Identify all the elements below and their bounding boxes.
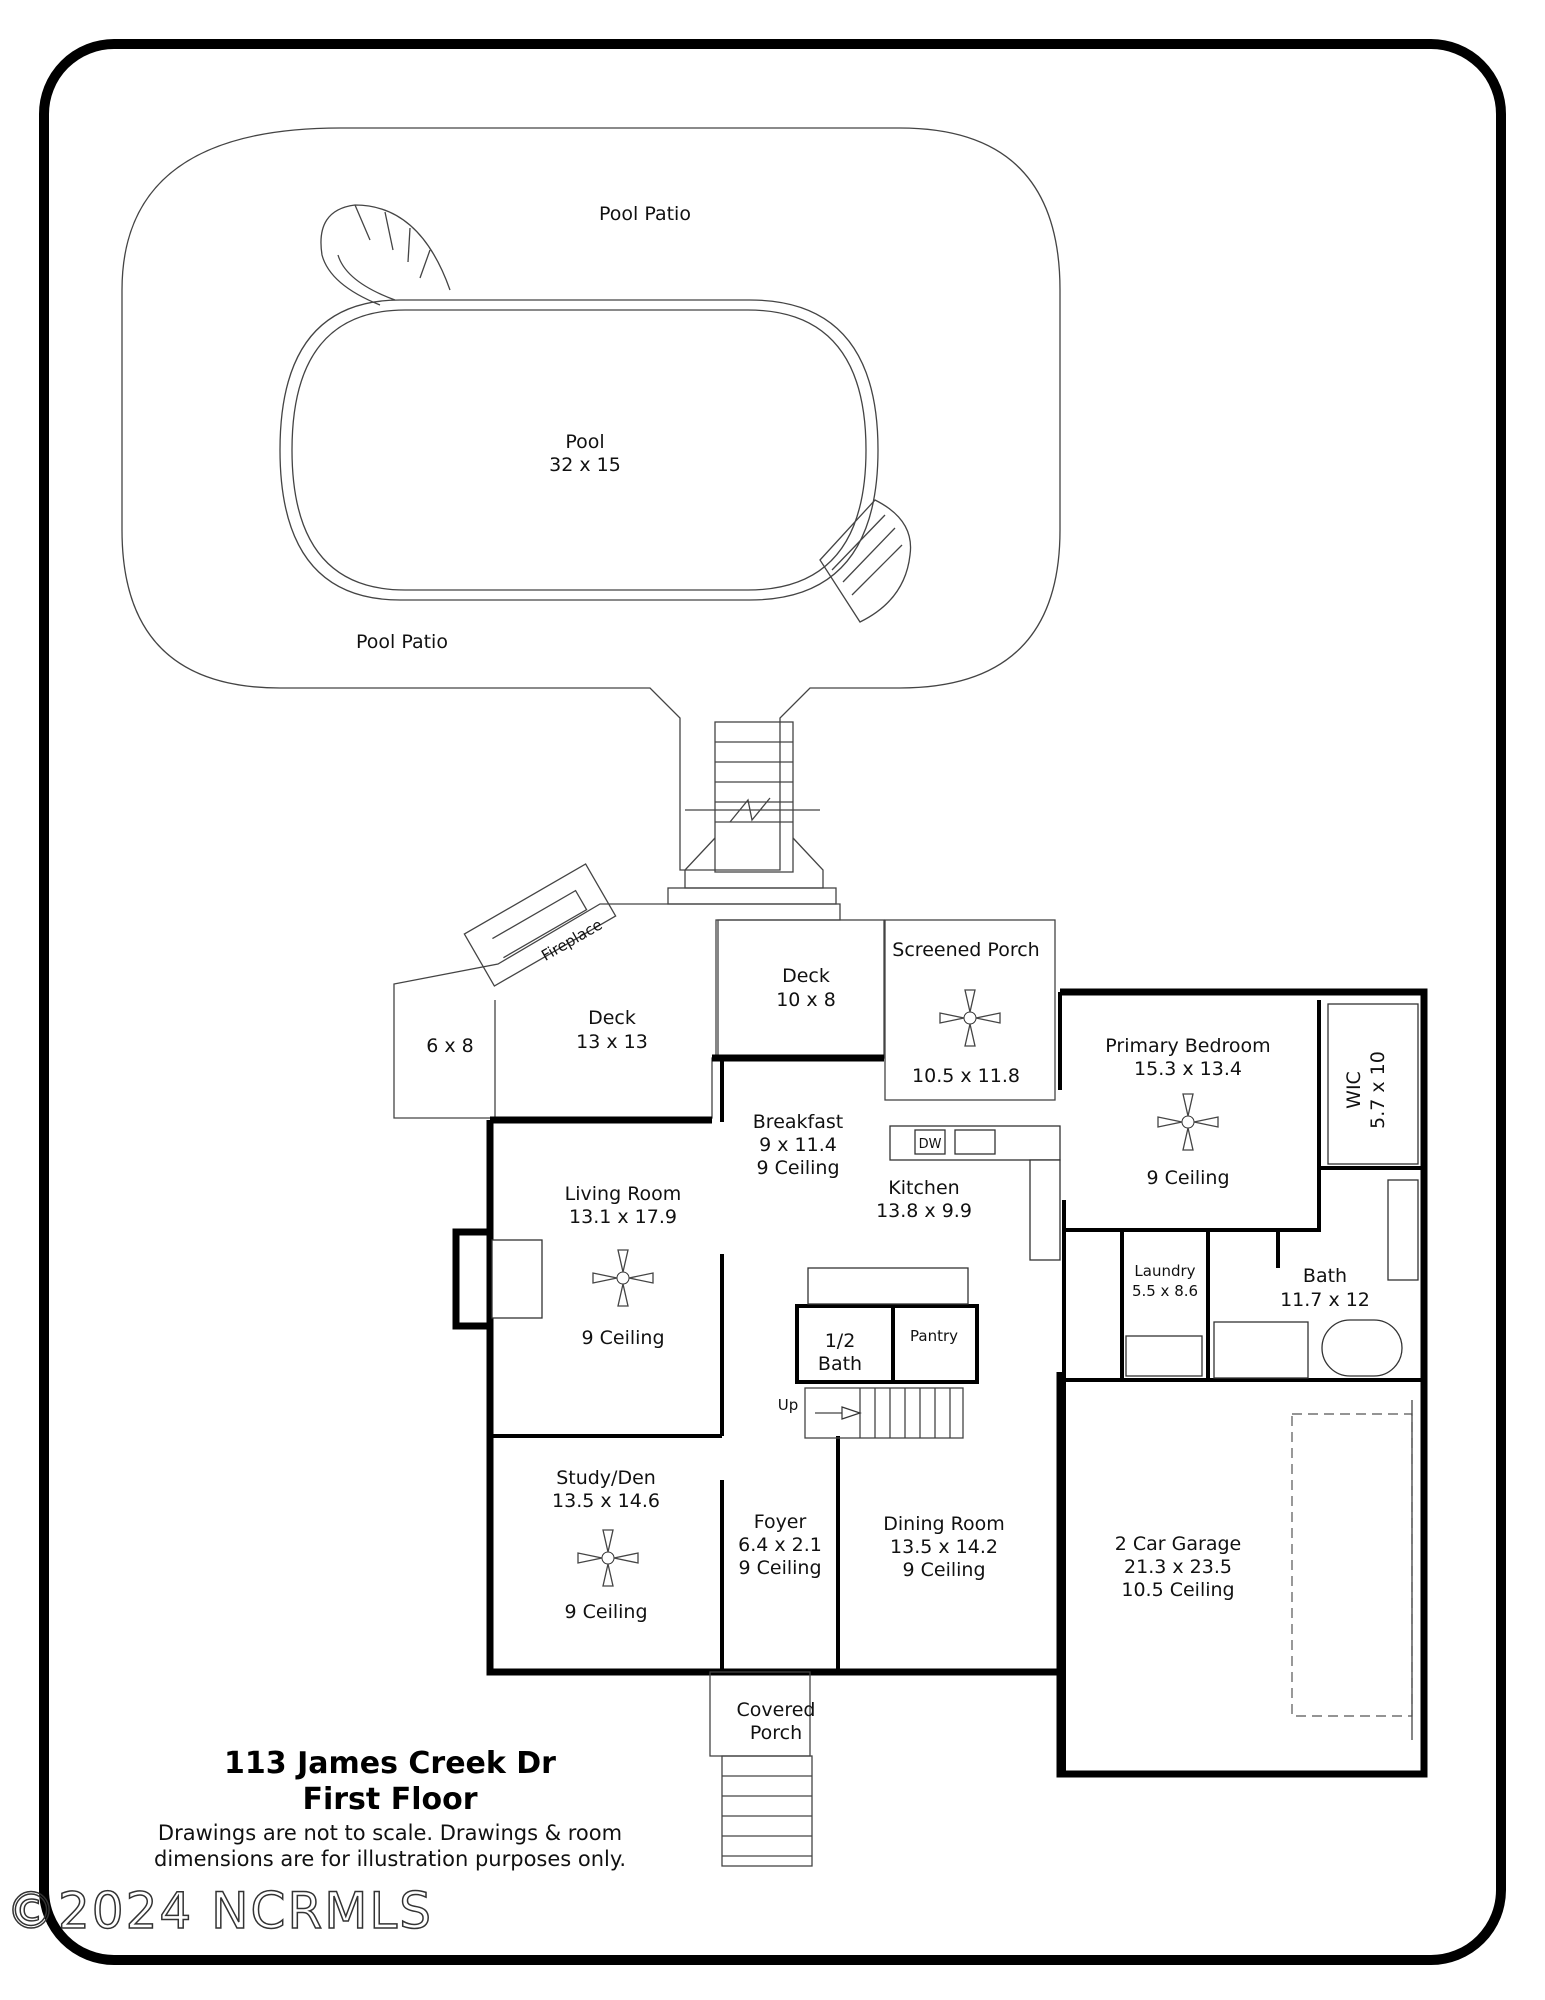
primary-bedroom-name: Primary Bedroom [1105,1035,1270,1057]
ceiling-fan-icon [939,989,1001,1047]
garage-dims: 21.3 x 23.5 [1124,1556,1232,1578]
covered-porch-name2: Porch [750,1722,802,1744]
living-room-dims: 13.1 x 17.9 [569,1206,677,1228]
ceiling-fan-icon [1157,1093,1219,1151]
deck-main-dims: 13 x 13 [576,1031,648,1053]
walkway-stairs [667,721,837,905]
study-name: Study/Den [556,1467,656,1489]
study-dims: 13.5 x 14.6 [552,1490,660,1512]
screened-porch-name: Screened Porch [892,939,1039,961]
breakfast-ceiling: 9 Ceiling [756,1157,839,1179]
dining-room-dims: 13.5 x 14.2 [890,1536,998,1558]
primary-bedroom-ceiling: 9 Ceiling [1146,1167,1229,1189]
dining-room-name: Dining Room [883,1513,1004,1535]
pool-name: Pool [565,431,604,453]
disclaimer-line-2: dimensions are for illustration purposes… [154,1847,626,1871]
breakfast-name: Breakfast [753,1111,843,1133]
garage-name: 2 Car Garage [1115,1533,1241,1555]
front-steps [721,1755,813,1867]
watermark: ©2024 NCRMLS [6,1882,433,1940]
covered-porch-name: Covered [737,1699,816,1721]
kitchen-name: Kitchen [888,1177,959,1199]
kitchen-dims: 13.8 x 9.9 [876,1200,972,1222]
living-room-ceiling: 9 Ceiling [581,1327,664,1349]
deck-small-label: 6 x 8 [426,1035,474,1057]
pool-patio-bottom-label: Pool Patio [356,631,448,653]
floor-title: First Floor [302,1782,477,1817]
laundry-dims: 5.5 x 8.6 [1132,1282,1198,1300]
stairs [804,1387,964,1439]
foyer-name: Foyer [754,1511,807,1533]
deck-mid-name: Deck [782,965,830,987]
pool-dims: 32 x 15 [549,454,621,476]
primary-bedroom-dims: 15.3 x 13.4 [1134,1058,1242,1080]
pool-area [121,127,1061,905]
svg-text:Fireplace: Fireplace [538,916,605,965]
pool-patio-top-label: Pool Patio [599,203,691,225]
address-title: 113 James Creek Dr [224,1746,556,1781]
deck-main-name: Deck [588,1007,636,1029]
svg-text:WIC: WIC [1343,1071,1365,1109]
breakfast-dims: 9 x 11.4 [759,1134,837,1156]
house-walls [452,988,1428,1867]
garage-ceiling: 10.5 Ceiling [1121,1579,1234,1601]
pantry-name: Pantry [910,1327,958,1345]
half-bath-name2: Bath [818,1353,862,1375]
fireplace: Fireplace [463,863,617,987]
foyer-dims: 6.4 x 2.1 [738,1534,822,1556]
page-frame [39,39,1506,1965]
screened-porch-dims: 10.5 x 11.8 [912,1065,1020,1087]
garage-car-area [1291,1413,1413,1717]
half-bath-name: 1/2 [825,1330,856,1352]
dishwasher-label: DW [919,1137,942,1152]
study-ceiling: 9 Ceiling [564,1601,647,1623]
laundry-name: Laundry [1134,1262,1195,1280]
bath-name: Bath [1303,1265,1347,1287]
svg-text:5.7 x 10: 5.7 x 10 [1367,1051,1389,1129]
bath-dims: 11.7 x 12 [1280,1289,1370,1311]
ceiling-fan-icon [577,1529,639,1587]
dining-room-ceiling: 9 Ceiling [902,1559,985,1581]
disclaimer-line-1: Drawings are not to scale. Drawings & ro… [158,1821,622,1845]
stairs-up-label: Up [778,1396,799,1414]
living-room-name: Living Room [565,1183,682,1205]
ceiling-fan-icon [592,1249,654,1307]
wic-label: WIC 5.7 x 10 [1343,1051,1389,1129]
foyer-ceiling: 9 Ceiling [738,1557,821,1579]
deck-mid-dims: 10 x 8 [776,989,836,1011]
